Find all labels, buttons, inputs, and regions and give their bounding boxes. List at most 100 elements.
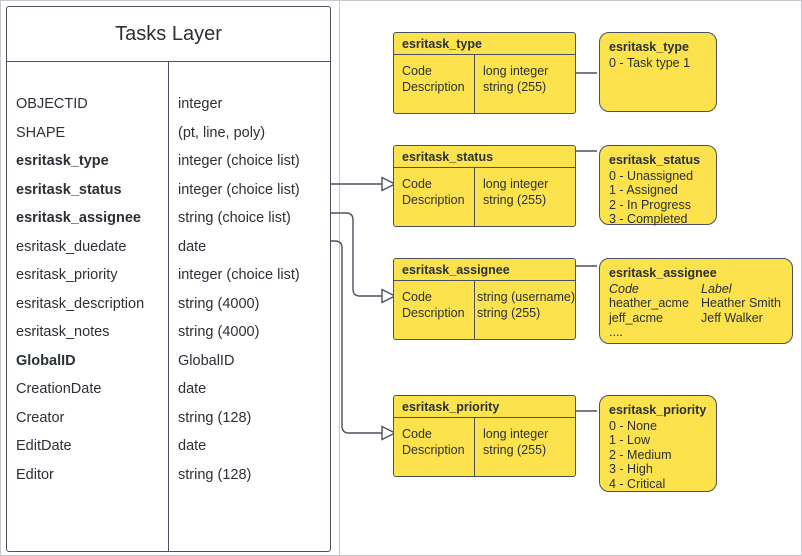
value-label: Jeff Walker <box>701 310 763 325</box>
field-name: EditDate <box>16 438 72 455</box>
field-name: esritask_assignee <box>16 210 141 227</box>
domain-field-description: Description <box>402 305 465 320</box>
domain-field-description: Description <box>402 442 465 457</box>
table-row[interactable]: esritask_duedate date <box>7 233 330 262</box>
field-type: string (128) <box>178 409 252 426</box>
field-name: esritask_notes <box>16 324 110 341</box>
value-list-title: esritask_type <box>609 40 689 54</box>
domain-field-description: Description <box>402 192 465 207</box>
domain-type-description: string (255) <box>483 79 547 94</box>
domain-type-description: string (255) <box>483 192 547 207</box>
domain-column-divider <box>474 281 475 339</box>
domain-table-body: Code Description string (username) strin… <box>394 281 575 339</box>
value-list-esritask-priority[interactable]: esritask_priority 0 - None 1 - Low 2 - M… <box>599 395 717 492</box>
domain-table-esritask-assignee[interactable]: esritask_assignee Code Description strin… <box>393 258 576 340</box>
value-label: Heather Smith <box>701 296 781 310</box>
domain-field-types: long integer string (255) <box>474 177 575 226</box>
field-type: string (4000) <box>178 324 260 341</box>
domain-type-code: long integer <box>483 177 549 191</box>
table-row[interactable]: Creator string (128) <box>7 404 330 433</box>
field-type: GlobalID <box>178 352 235 369</box>
domain-table-header: esritask_assignee <box>394 259 575 281</box>
table-row[interactable]: GlobalID GlobalID <box>7 347 330 376</box>
value-list-item: 3 - Completed <box>609 212 688 226</box>
domain-field-code: Code <box>402 290 432 304</box>
field-type: string (4000) <box>178 295 260 312</box>
domain-field-description: Description <box>402 79 465 94</box>
value-list-item: heather_acme Heather Smith <box>609 296 792 311</box>
entity-column-divider <box>168 62 169 551</box>
table-row[interactable]: EditDate date <box>7 432 330 461</box>
field-name: esritask_type <box>16 153 109 170</box>
table-row[interactable]: CreationDate date <box>7 375 330 404</box>
domain-type-code: long integer <box>483 427 549 441</box>
domain-type-description: string (255) <box>477 305 541 320</box>
field-type: integer (choice list) <box>178 267 300 284</box>
entity-tasks-layer[interactable]: Tasks Layer OBJECTID integer SHAPE (pt, … <box>6 6 331 552</box>
domain-field-names: Code Description <box>394 290 468 339</box>
field-type: string (choice list) <box>178 210 291 227</box>
domain-table-body: Code Description long integer string (25… <box>394 418 575 476</box>
table-row[interactable]: esritask_notes string (4000) <box>7 318 330 347</box>
value-list-item: jeff_acme Jeff Walker <box>609 311 792 326</box>
domain-column-divider <box>474 418 475 476</box>
value-list-item: 0 - None <box>609 418 657 433</box>
table-row[interactable]: esritask_assignee string (choice list) <box>7 204 330 233</box>
table-row[interactable]: Editor string (128) <box>7 461 330 490</box>
value-list-esritask-status[interactable]: esritask_status 0 - Unassigned 1 - Assig… <box>599 145 717 227</box>
value-code: heather_acme <box>609 296 689 310</box>
field-type: date <box>178 238 207 255</box>
domain-table-esritask-priority[interactable]: esritask_priority Code Description long … <box>393 395 576 477</box>
domain-type-code: string (username) <box>477 290 575 304</box>
field-name: esritask_priority <box>16 267 118 284</box>
field-name: Editor <box>16 466 54 483</box>
value-list-header-code: Code <box>609 281 639 296</box>
domain-field-names: Code Description <box>394 64 474 113</box>
field-type: date <box>178 381 207 398</box>
field-name: SHAPE <box>16 124 66 141</box>
field-type: integer <box>178 96 223 113</box>
value-list-item: 1 - Low <box>609 433 650 447</box>
domain-table-body: Code Description long integer string (25… <box>394 55 575 113</box>
value-list-item: 1 - Assigned <box>609 183 678 197</box>
table-row[interactable]: OBJECTID integer <box>7 90 330 119</box>
domain-type-code: long integer <box>483 64 549 78</box>
domain-table-body: Code Description long integer string (25… <box>394 168 575 226</box>
field-name: OBJECTID <box>16 96 88 113</box>
domain-field-names: Code Description <box>394 177 474 226</box>
value-list-title: esritask_assignee <box>609 266 717 280</box>
value-list-title: esritask_priority <box>609 403 707 417</box>
value-list-column-headers: Code Label <box>609 282 792 297</box>
value-list-body: esritask_priority 0 - None 1 - Low 2 - M… <box>600 396 716 491</box>
field-type: integer (choice list) <box>178 181 300 198</box>
value-list-body: esritask_assignee Code Label heather_acm… <box>600 259 792 340</box>
table-row[interactable]: esritask_priority integer (choice list) <box>7 261 330 290</box>
panel-divider <box>339 1 340 555</box>
field-name: esritask_duedate <box>16 238 127 255</box>
domain-type-description: string (255) <box>483 442 547 457</box>
domain-column-divider <box>474 168 475 226</box>
value-list-esritask-assignee[interactable]: esritask_assignee Code Label heather_acm… <box>599 258 793 344</box>
domain-table-header: esritask_type <box>394 33 575 55</box>
table-row[interactable]: esritask_type integer (choice list) <box>7 147 330 176</box>
field-name: Creator <box>16 409 65 426</box>
domain-field-types: long integer string (255) <box>474 64 575 113</box>
domain-table-esritask-status[interactable]: esritask_status Code Description long in… <box>393 145 576 227</box>
value-list-item: 2 - Medium <box>609 447 672 462</box>
table-row[interactable]: esritask_description string (4000) <box>7 290 330 319</box>
value-list-item: 0 - Task type 1 <box>609 55 691 70</box>
value-list-ellipsis: .... <box>609 325 623 339</box>
table-row[interactable]: esritask_status integer (choice list) <box>7 176 330 205</box>
domain-column-divider <box>474 55 475 113</box>
value-list-esritask-type[interactable]: esritask_type 0 - Task type 1 <box>599 32 717 112</box>
domain-field-code: Code <box>402 64 432 78</box>
table-row[interactable]: SHAPE (pt, line, poly) <box>7 119 330 148</box>
field-type: integer (choice list) <box>178 153 300 170</box>
domain-field-code: Code <box>402 177 432 191</box>
value-list-header-label: Label <box>701 281 732 296</box>
domain-table-esritask-type[interactable]: esritask_type Code Description long inte… <box>393 32 576 114</box>
value-list-item: 4 - Critical <box>609 476 666 491</box>
value-list-body: esritask_status 0 - Unassigned 1 - Assig… <box>600 146 716 227</box>
field-name: GlobalID <box>16 352 76 369</box>
